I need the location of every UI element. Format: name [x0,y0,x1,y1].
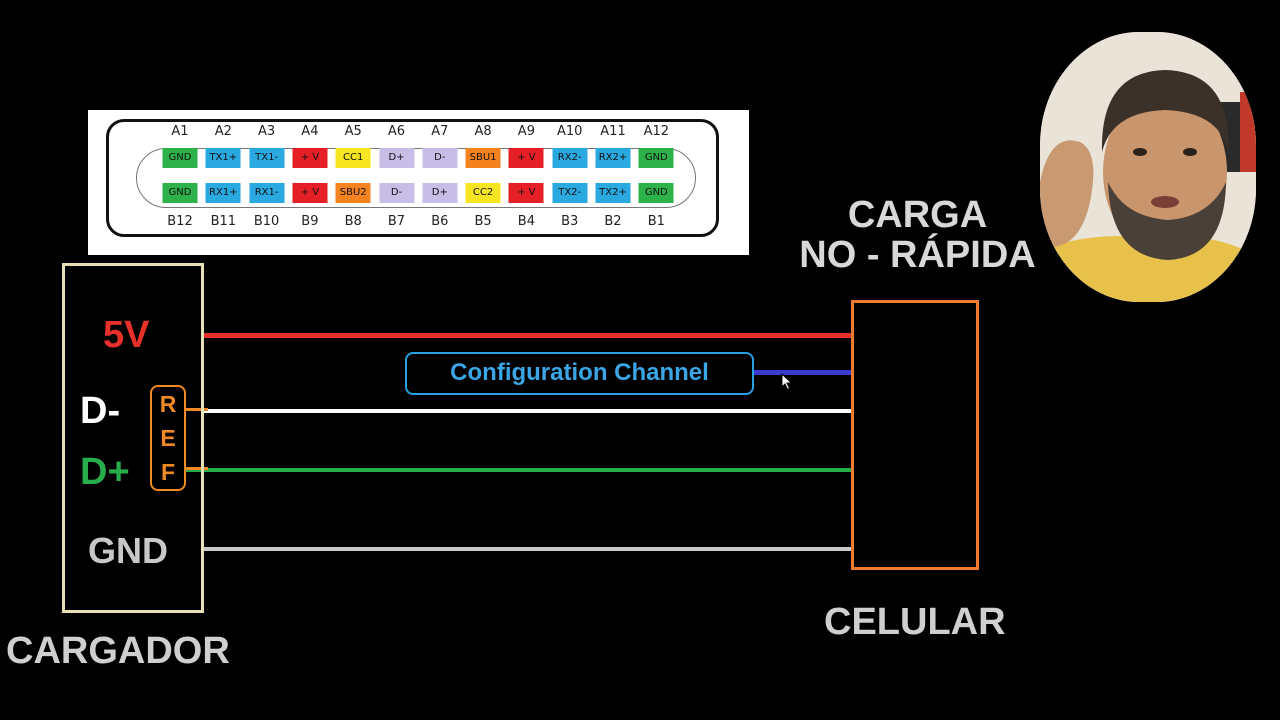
label-gnd: GND [88,530,168,571]
ref-resistor-box: R E F [150,385,186,491]
diagram-title: CARGA NO - RÁPIDA [775,194,1060,276]
pin-cell-row-b: D- [379,183,414,203]
wire-d-minus [204,409,852,413]
pin-cell-row-b: SBU2 [335,183,371,203]
pin-cell-row-b: + V [508,183,544,203]
pin-cell-row-b: D+ [422,183,458,203]
pin-cell-row-a: SBU1 [465,148,501,168]
mouse-cursor-icon [781,373,793,391]
pin-cell-row-a: TX1+ [205,148,241,168]
pin-cell-row-b: + V [292,183,328,203]
pin-cell-row-b: RX1+ [205,183,241,203]
pin-cell-row-b: TX2- [552,183,588,203]
pin-cell-row-b: TX2+ [595,183,631,203]
wire-cc [753,370,852,375]
pin-label-top: A7 [431,124,449,139]
pin-label-top: A3 [258,124,276,139]
pin-label-bottom: B11 [210,214,237,229]
pin-label-bottom: B1 [647,214,665,229]
pin-cell-row-a: GND [162,148,198,168]
ref-letter-e: E [160,425,176,451]
configuration-channel-label: Configuration Channel [405,352,754,395]
pin-label-top: A6 [387,124,406,139]
pin-cell-row-a: RX2+ [595,148,631,168]
pin-label-top: A9 [517,124,535,139]
pin-label-top: A11 [600,124,626,139]
pin-cell-row-a: D+ [379,148,414,168]
pin-label-bottom: B2 [604,214,622,229]
pin-label-top: A5 [344,124,362,139]
pin-label-top: A8 [474,124,492,139]
pin-cell-row-a: + V [292,148,328,168]
usb-c-connector-outline [106,119,719,237]
pin-label-bottom: B9 [301,214,319,229]
pin-label-top: A1 [171,124,189,139]
wire-gnd [204,547,852,551]
presenter-webcam-image [1040,32,1256,302]
pin-cell-row-a: CC1 [335,148,371,168]
pin-cell-row-a: GND [638,148,674,168]
pin-label-bottom: B12 [167,214,193,229]
pin-cell-row-b: GND [638,183,674,203]
label-d-plus: D+ [80,451,130,493]
title-line-1: CARGA [847,194,988,236]
ref-letter-r: R [159,391,177,417]
pin-label-top: A2 [214,124,232,139]
pin-cell-row-b: CC2 [465,183,501,203]
pin-cell-row-a: + V [508,148,544,168]
charger-caption: CARGADOR [6,630,230,672]
ref-lead-top [186,408,208,411]
title-line-2: NO - RÁPIDA [799,233,1036,276]
ref-letter-f: F [160,459,176,485]
wire-d-plus [186,468,852,472]
phone-box [851,300,979,570]
pin-label-bottom: B5 [474,214,492,229]
pin-label-top: A4 [301,124,319,139]
pin-label-bottom: B6 [431,214,449,229]
pin-label-top: A12 [643,124,670,139]
label-5v: 5V [103,314,150,356]
ref-lead-bottom [186,467,208,470]
charger-box [62,263,204,613]
label-d-minus: D- [80,390,121,432]
pin-cell-row-b: RX1- [249,183,285,203]
pin-cell-row-b: GND [162,183,198,203]
pin-label-top: A10 [556,124,583,139]
wire-5v [204,333,852,338]
pin-label-bottom: B7 [387,214,406,229]
pin-label-bottom: B4 [517,214,535,229]
pin-label-bottom: B10 [253,214,280,229]
pin-label-bottom: B8 [344,214,362,229]
phone-caption: CELULAR [824,601,1006,643]
pin-cell-row-a: D- [422,148,458,168]
pin-cell-row-a: TX1- [249,148,285,168]
pin-label-bottom: B3 [561,214,579,229]
pin-cell-row-a: RX2- [552,148,588,168]
usb-c-tongue-outline [136,148,696,208]
